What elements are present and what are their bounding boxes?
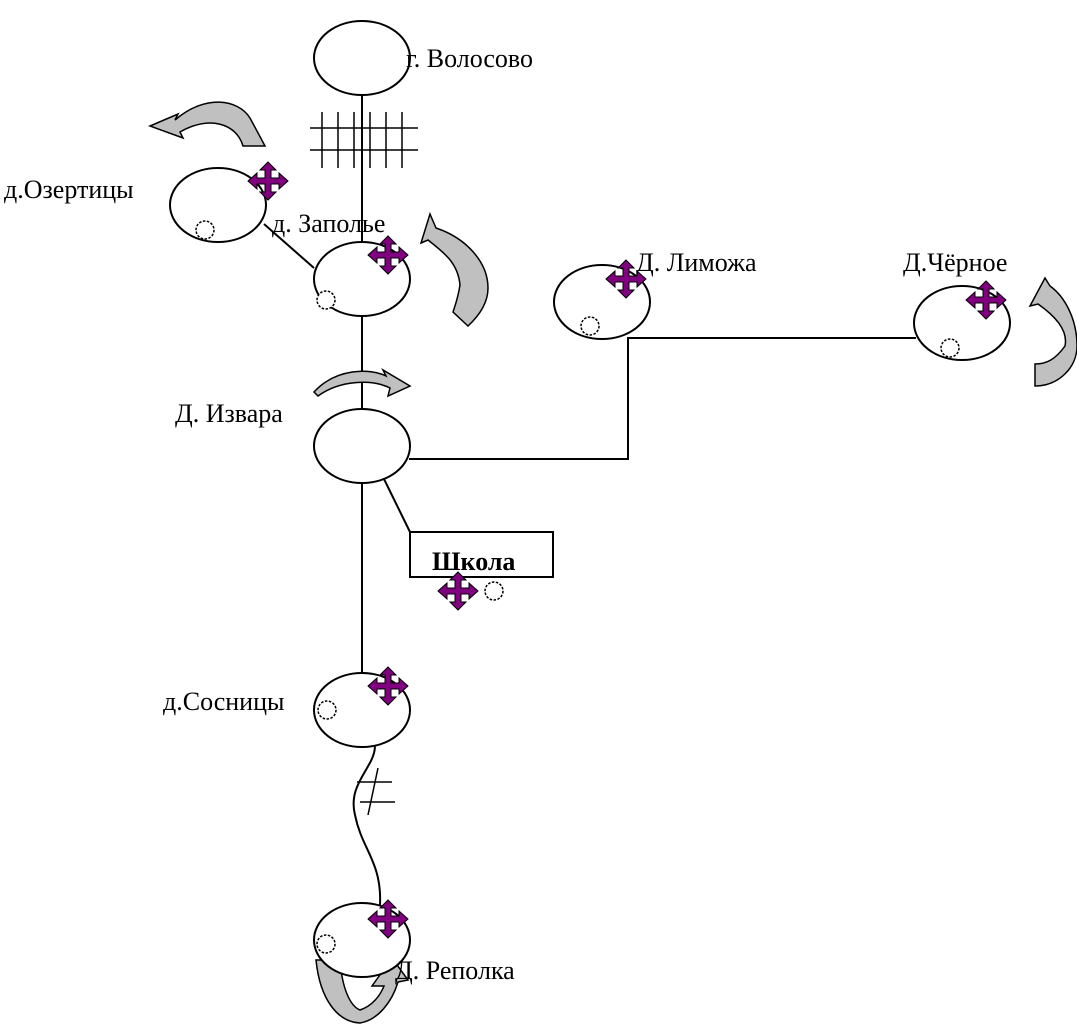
label-sosnitsy: д.Сосницы	[163, 687, 284, 716]
connections	[263, 95, 916, 906]
label-volosovo: г. Волосово	[406, 44, 533, 73]
label-school: Школа	[432, 547, 515, 576]
node-izvara	[313, 408, 411, 484]
crossing-mark-icon	[357, 767, 395, 816]
road-izvara-chernoe	[409, 337, 916, 460]
curved-arrow-icon	[147, 101, 267, 147]
node-volosovo	[313, 20, 411, 96]
star-circle-icon	[317, 700, 337, 720]
railroad-crossing-icon	[310, 112, 418, 168]
curved-arrow-icon	[419, 211, 489, 328]
road-izvara-school	[383, 478, 411, 533]
star-circle-icon	[484, 581, 504, 601]
curved-arrow-icon	[312, 368, 412, 398]
label-izvara: Д. Извара	[175, 399, 283, 428]
school-box	[409, 531, 554, 578]
star-circle-icon	[940, 338, 960, 358]
label-limozha: Д. Лиможа	[636, 248, 757, 277]
node-ozertitsy	[169, 167, 267, 243]
star-circle-icon	[316, 290, 336, 310]
road-ozertitsy-zapolye	[263, 223, 315, 269]
road-sosnitsy-repolka	[352, 727, 382, 906]
label-chernoe: Д.Чёрное	[903, 248, 1007, 277]
label-repolka: Д. Реполка	[395, 956, 515, 985]
star-circle-icon	[580, 316, 600, 336]
label-zapolye: д. Заполье	[272, 209, 385, 238]
star-circle-icon	[316, 934, 336, 954]
label-ozertitsy: д.Озертицы	[4, 175, 134, 204]
curved-arrow-icon	[315, 956, 410, 1024]
star-circle-icon	[195, 220, 215, 240]
curved-arrow-icon	[1028, 276, 1077, 387]
